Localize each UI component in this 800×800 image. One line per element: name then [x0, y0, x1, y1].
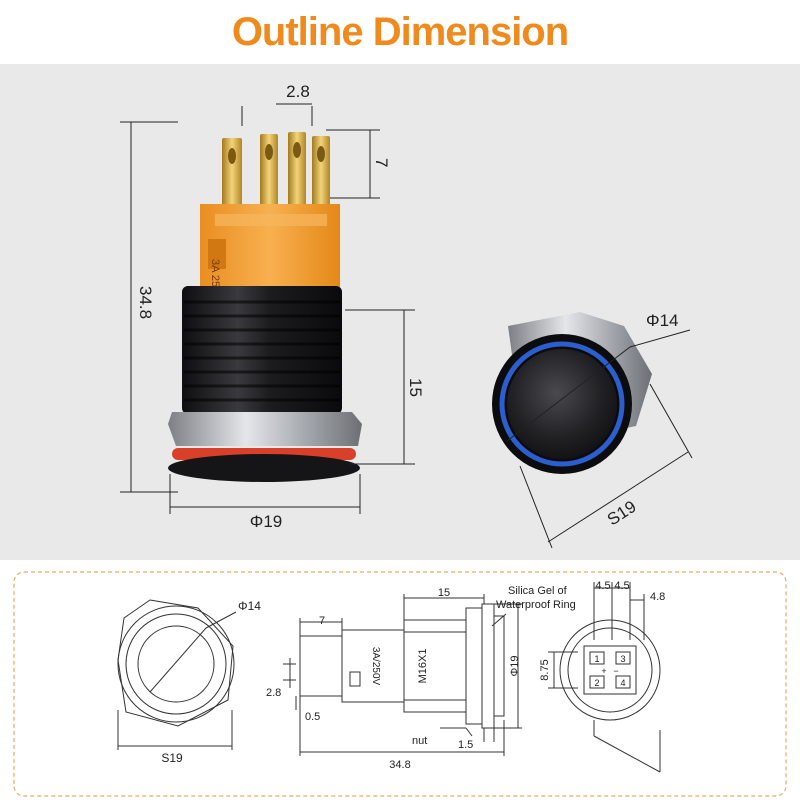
flange: [168, 454, 360, 482]
back-center-label: +: [601, 666, 606, 676]
side-thread-spec: M16X1: [417, 649, 429, 684]
side-pin-width: 2.8: [266, 687, 281, 699]
side-thread-length: 15: [438, 587, 450, 599]
front-nut-width: S19: [161, 751, 183, 765]
back-pin-label: 1: [594, 654, 599, 664]
front-button-dia: Φ14: [238, 599, 261, 613]
side-marking: 3A/250V: [370, 647, 381, 686]
front-view: [117, 599, 237, 750]
side-nut-label: nut: [412, 735, 427, 747]
back-center-label: −: [613, 666, 618, 676]
side-total-length: 34.8: [389, 759, 410, 771]
led-ring: [499, 341, 625, 467]
switch-side-photo: 3A 250V: [168, 132, 362, 482]
dim-thread-length: 15: [406, 378, 425, 397]
hex-nut: [168, 412, 362, 446]
side-seal-label-2: Waterproof Ring: [496, 599, 576, 611]
side-view: [283, 594, 522, 756]
back-pitch-left: 4.5: [595, 580, 610, 592]
switch-front-photo: [492, 312, 652, 474]
dim-flange-dia: Φ19: [250, 512, 282, 531]
dim-total-height: 34.8: [136, 286, 155, 319]
back-pin-label: 4: [620, 678, 625, 688]
side-nut-thickness: 1.5: [458, 739, 473, 751]
terminal-pins: [222, 132, 330, 208]
back-pin-label: 3: [620, 654, 625, 664]
page-title: Outline Dimension: [231, 9, 569, 54]
dim-pin-length: 7: [372, 158, 391, 167]
button-face: [507, 349, 617, 459]
back-pin-label: 2: [594, 678, 599, 688]
side-pin-length: 7: [319, 615, 325, 627]
product-photo: 3A 250V: [0, 64, 800, 560]
dim-pin-pitch: 2.8: [286, 82, 310, 101]
threaded-body: [182, 286, 342, 414]
side-seal-label-1: Silica Gel of: [508, 585, 568, 597]
side-pin-thickness: 0.5: [305, 711, 320, 723]
back-height: 8.75: [539, 659, 551, 680]
technical-drawing: Φ14 S19 7 2.8 0.5 15 3 4: [13, 571, 787, 797]
photo-background: [0, 64, 800, 560]
back-view: [548, 582, 661, 773]
back-pitch-right: 4.5: [614, 580, 629, 592]
back-offset: 4.8: [650, 591, 665, 603]
dim-button-dia: Φ14: [646, 311, 678, 330]
side-flange-dia: Φ19: [509, 655, 521, 676]
